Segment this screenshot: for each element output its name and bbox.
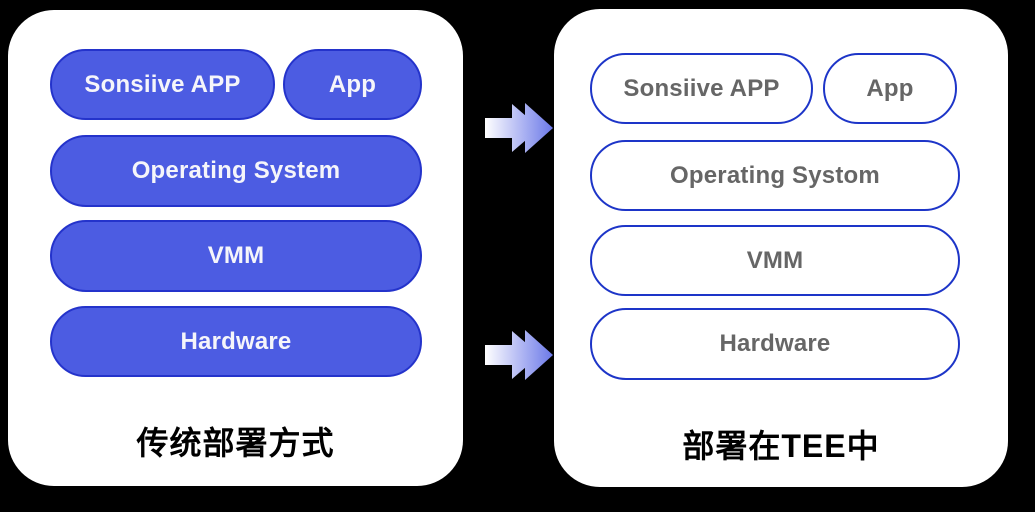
right-pill-hardware: Hardware <box>590 308 960 380</box>
tee-deployment-panel: Sonsiive APP App Operating Systom VMM Ha… <box>554 9 1008 487</box>
right-pill-vmm-label: VMM <box>746 246 804 274</box>
left-pill-sonsiive-app-label: Sonsiive APP <box>84 70 241 98</box>
left-pill-vmm-label: VMM <box>207 242 265 269</box>
right-pill-sonsiive-app: Sonsiive APP <box>590 53 813 124</box>
right-pill-vmm: VMM <box>590 225 960 296</box>
left-pill-app: App <box>283 49 422 120</box>
left-panel-caption: 传统部署方式 <box>136 425 335 461</box>
traditional-deployment-panel: Sonsiive APP App Operating System VMM Ha… <box>8 10 463 486</box>
left-pill-operating-system-label: Operating System <box>131 157 341 184</box>
right-pill-sonsiive-app-label: Sonsiive APP <box>623 74 780 102</box>
left-pill-hardware: Hardware <box>50 306 422 377</box>
left-pill-hardware-label: Hardware <box>180 327 292 355</box>
right-pill-operating-system: Operating Systom <box>590 140 960 211</box>
right-pill-app-label: App <box>866 74 914 102</box>
right-pill-hardware-label: Hardware <box>719 330 831 357</box>
double-chevron-right-arrow-icon <box>485 330 553 380</box>
left-pill-operating-system: Operating System <box>50 135 422 207</box>
right-pill-operating-system-label: Operating Systom <box>670 161 880 189</box>
right-panel-caption: 部署在TEE中 <box>682 428 880 464</box>
left-pill-app-label: App <box>328 70 377 98</box>
left-pill-vmm: VMM <box>50 220 422 292</box>
left-pill-sonsiive-app: Sonsiive APP <box>50 49 275 120</box>
double-chevron-right-arrow-icon <box>485 103 553 153</box>
right-pill-app: App <box>823 53 957 124</box>
